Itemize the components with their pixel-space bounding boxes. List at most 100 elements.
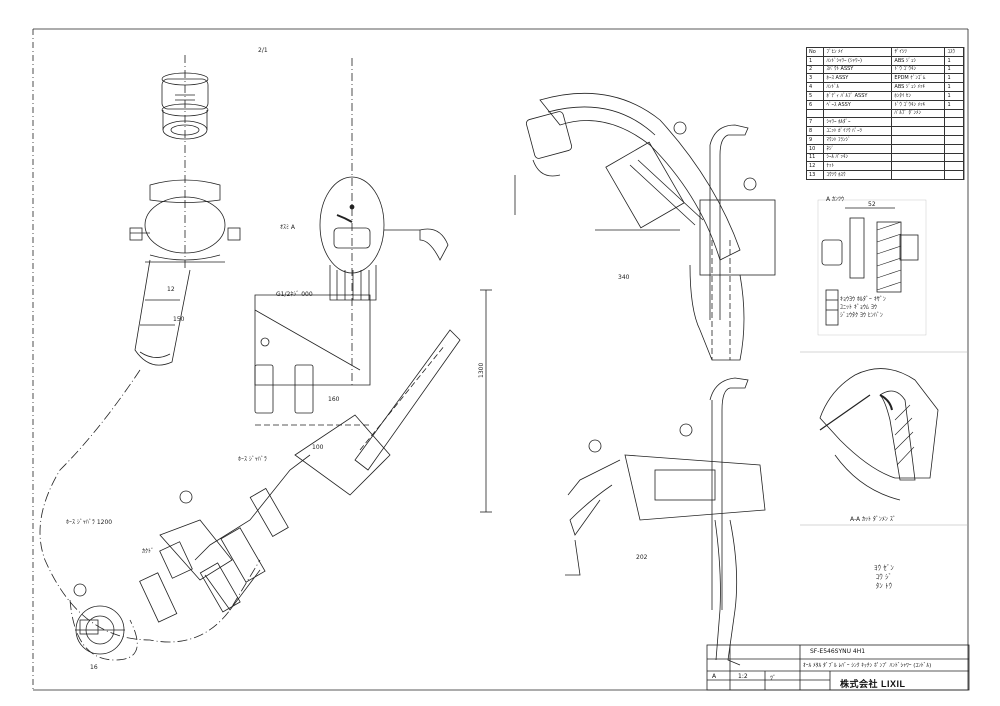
label-dim-1300: 1300 bbox=[478, 362, 485, 378]
parts-table-cell: ﾊﾝﾄﾞｼｬﾜｰ (ｼｬﾜｰ) bbox=[823, 55, 893, 66]
parts-table-cell: 1 bbox=[805, 55, 825, 66]
parts-table-cell bbox=[944, 108, 964, 119]
parts-table-cell: ABS ｼﾞｭｼ ﾒｯｷ bbox=[891, 82, 946, 92]
parts-table-cell: ｼｰﾙ ﾊﾟｯｷﾝ bbox=[823, 152, 893, 163]
parts-table-cell: ﾍﾞｰｽ ASSY bbox=[823, 99, 893, 110]
title-scale: 1:2 bbox=[738, 673, 748, 680]
parts-table-cell bbox=[944, 117, 964, 128]
parts-table-cell: 8 bbox=[805, 126, 825, 136]
parts-table-cell: ABS ｼﾞｭｼ bbox=[891, 55, 946, 66]
parts-table-cell: ｺｳﾂｳ ﾎｽｳ bbox=[823, 170, 893, 180]
parts-table-cell: 1 bbox=[944, 90, 964, 101]
parts-table-cell: 9 bbox=[805, 134, 825, 145]
parts-table-cell: 4 bbox=[805, 82, 825, 92]
parts-table-cell bbox=[944, 161, 964, 172]
approval-stamp: ﾖｳ ｾﾞﾝ ｺｳ ｼﾞ ﾀﾝ ﾄｳ bbox=[874, 564, 894, 591]
side-view-detail bbox=[319, 58, 449, 385]
mounting-plate bbox=[294, 329, 461, 496]
parts-table-cell: ﾎﾝﾀｲ ｾﾝ bbox=[891, 90, 946, 101]
parts-table-cell: 6 bbox=[805, 99, 825, 110]
parts-table-cell: ﾌﾞﾋﾝ ﾒｲ bbox=[823, 47, 893, 57]
title-block-frame bbox=[706, 644, 970, 691]
parts-table-cell bbox=[823, 108, 893, 119]
title-checked: A bbox=[712, 673, 717, 680]
parts-table-cell: ﾎｰｽ ASSY bbox=[823, 73, 893, 84]
parts-table-cell: ﾎﾞﾃﾞｨ ﾊﾞﾙﾌﾞ ASSY bbox=[823, 90, 893, 101]
label-dim-202: 202 bbox=[636, 554, 648, 561]
parts-table-cell: 1 bbox=[944, 99, 964, 110]
parts-table-cell bbox=[944, 126, 964, 136]
parts-table-row: ﾊﾞﾙﾌﾞ ﾀﾞﾝﾒﾝ bbox=[805, 108, 964, 119]
parts-table-cell: ﾄﾞｳ ｺﾞｳｷﾝ ﾒｯｷ bbox=[891, 99, 946, 110]
parts-table-cell: No bbox=[805, 47, 825, 57]
lower-assembly bbox=[565, 377, 766, 666]
parts-table-cell bbox=[891, 117, 946, 128]
parts-table-cell: ﾊﾝﾄﾞﾙ bbox=[823, 82, 893, 92]
label-dim-150: 150 bbox=[173, 316, 185, 323]
parts-table-cell bbox=[891, 134, 946, 145]
parts-table-cell: 1 bbox=[944, 82, 964, 92]
label-view-a-dim: 52 bbox=[868, 201, 876, 208]
title-description: ｵｰﾙ ﾒﾀﾙ ﾀﾞﾌﾞﾙ ﾚﾊﾞｰ ｼﾝｸ ｷｯﾁﾝ ﾎﾟﾝﾌﾟ ﾊﾝﾄﾞｼｬ… bbox=[803, 663, 932, 669]
parts-table-cell: ﾈｼﾞ bbox=[823, 143, 893, 154]
shower-head-top-view bbox=[161, 55, 209, 200]
label-dim-100: 100 bbox=[312, 444, 324, 451]
parts-table-cell: 10 bbox=[805, 143, 825, 154]
parts-table-cell: ｺｽｳ bbox=[944, 47, 964, 57]
label-dim-12: 12 bbox=[167, 286, 175, 293]
parts-table-cell bbox=[891, 143, 946, 154]
parts-table-cell: 7 bbox=[805, 117, 825, 128]
hose-path bbox=[39, 369, 261, 661]
section-plate bbox=[254, 294, 371, 426]
parts-table-cell: 2 bbox=[805, 64, 825, 75]
label-dim-340: 340 bbox=[618, 274, 630, 281]
parts-table-cell: 11 bbox=[805, 152, 825, 163]
label-guide: G1/2ﾈｼﾞ 000 bbox=[276, 291, 313, 298]
curved-spout-side bbox=[525, 92, 776, 361]
install-note-1: ｷｮｳﾖｳ ﾎﾙﾀﾞｰ ｷｻﾞﾝ bbox=[840, 296, 886, 303]
parts-table-cell: ﾊﾞﾙﾌﾞ ﾀﾞﾝﾒﾝ bbox=[891, 108, 946, 119]
parts-table-cell: ｼｬﾜｰ ﾎﾙﾀﾞｰ bbox=[823, 117, 893, 128]
label-angle: ｶｸﾄﾞ bbox=[142, 548, 155, 555]
title-drawn: ﾂﾞ bbox=[770, 675, 777, 682]
title-model: SF-E546SYNU 4H1 bbox=[810, 648, 866, 655]
label-dim-16: 16 bbox=[90, 664, 98, 671]
label-hose-length: ﾎｰｽ ｼﾞｬﾊﾞﾗ 1200 bbox=[66, 519, 113, 526]
parts-table-cell bbox=[891, 161, 946, 172]
parts-table-cell bbox=[944, 170, 964, 180]
stamp-line-3: ﾀﾝ ﾄｳ bbox=[875, 582, 892, 590]
label-view-a: A ｶﾝﾂｳ bbox=[826, 196, 845, 203]
label-side-view: ｵｽﾐ A bbox=[280, 224, 296, 231]
parts-table-cell: 12 bbox=[805, 161, 825, 172]
parts-table-cell bbox=[891, 126, 946, 136]
company-name: 株式会社 LIXIL bbox=[840, 679, 906, 689]
detail-view-a bbox=[817, 199, 927, 336]
parts-table-cell: 1 bbox=[944, 64, 964, 75]
valve-assembly bbox=[139, 454, 311, 623]
parts-table-cell: 3 bbox=[805, 73, 825, 84]
parts-table-cell: ﾄﾞｳ ｺﾞｳｷﾝ bbox=[891, 64, 946, 75]
spout-body-side-view bbox=[129, 179, 241, 366]
parts-table-cell bbox=[944, 134, 964, 145]
parts-table-cell: ﾏｳﾝﾄ ﾌﾗﾝｼﾞ bbox=[823, 134, 893, 145]
label-section-note: A-A ｶｯﾄ ﾀﾞﾝﾒﾝ ｽﾞ bbox=[850, 516, 896, 523]
label-top-left: 2/1 bbox=[258, 47, 268, 54]
stamp-line-1: ﾖｳ ｾﾞﾝ bbox=[874, 564, 894, 572]
parts-table-cell: 13 bbox=[805, 170, 825, 180]
stamp-line-2: ｺｳ ｼﾞ bbox=[875, 573, 892, 581]
parts-table-cell: 5 bbox=[805, 90, 825, 101]
parts-table-cell: ﾕﾆｯﾄ ｶﾞｲｿｳ ﾊﾟｰﾂ bbox=[823, 126, 893, 136]
